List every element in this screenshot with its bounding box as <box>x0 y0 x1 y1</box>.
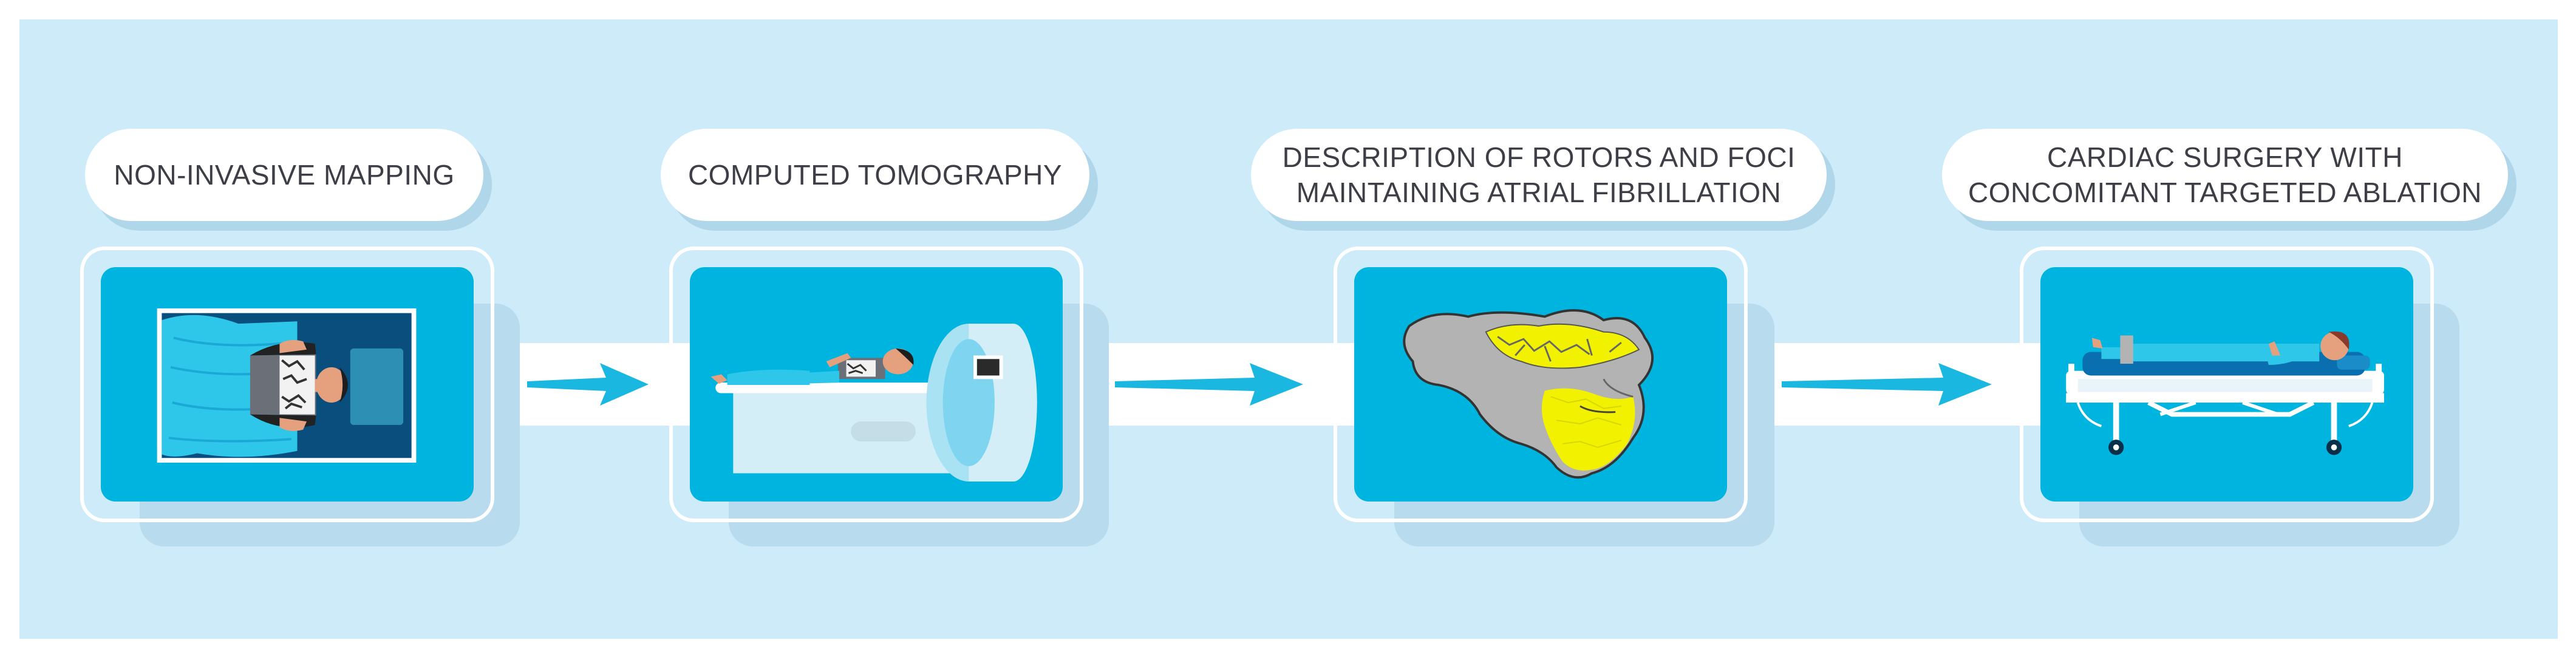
step-1-card <box>80 247 494 522</box>
step-4-card <box>2020 247 2434 522</box>
step-1-label: NON-INVASIVE MAPPING <box>85 129 483 221</box>
patient-with-electrode-vest-icon <box>157 308 417 463</box>
patient-on-stretcher-icon <box>2066 331 2384 455</box>
arrow-3-icon <box>1782 363 1992 406</box>
atrial-map-icon <box>1403 309 1654 479</box>
step-2-label: COMPUTED TOMOGRAPHY <box>661 129 1089 221</box>
step-3-label: DESCRIPTION OF ROTORS AND FOCI MAINTAINI… <box>1251 129 1827 221</box>
step-2-card <box>669 247 1083 522</box>
arrow-1-icon <box>527 363 649 406</box>
arrow-2-icon <box>1115 363 1303 406</box>
ct-scanner-icon <box>710 324 1037 482</box>
step-4-label: CARDIAC SURGERY WITH CONCOMITANT TARGETE… <box>1942 129 2508 221</box>
step-3-card <box>1334 247 1748 522</box>
